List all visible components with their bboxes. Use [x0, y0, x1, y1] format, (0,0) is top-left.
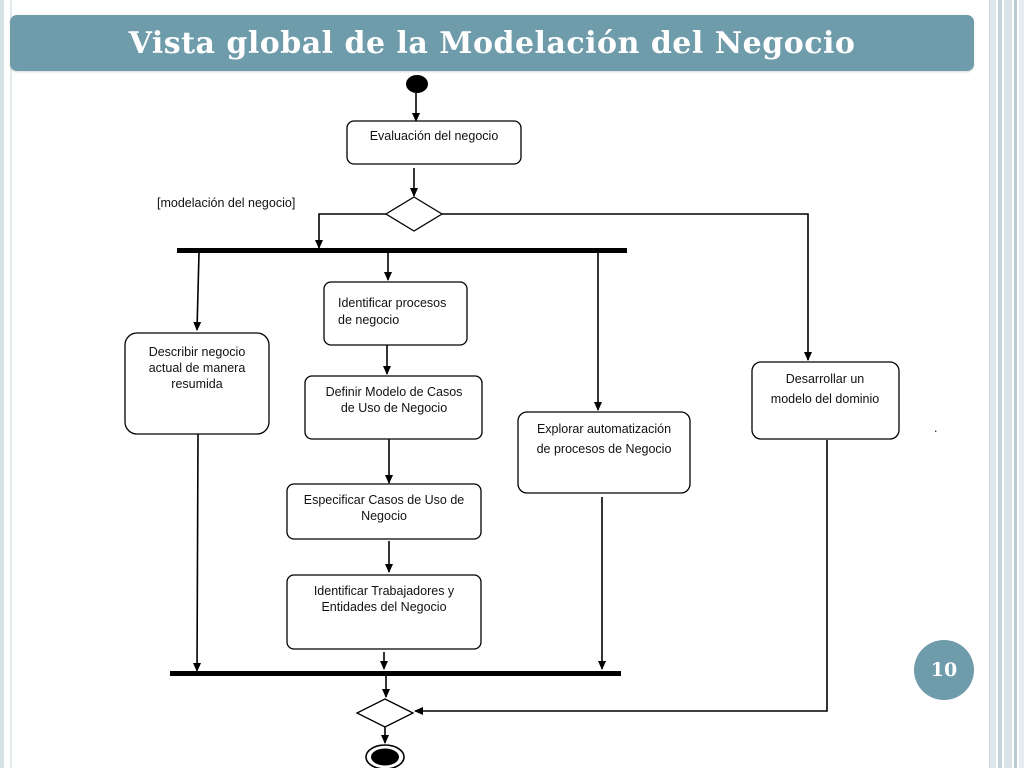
- activity-describir-label-2: actual de manera: [149, 361, 246, 375]
- fork-bar: [177, 248, 627, 253]
- activity-especificar-label-2: Negocio: [361, 509, 407, 523]
- flow-fork-to-describir: [193, 252, 202, 331]
- activity-identificar-trabajadores-label-2: Entidades del Negocio: [321, 600, 446, 614]
- activity-identificar-procesos-label-2: de negocio: [338, 313, 399, 327]
- slide-title: Vista global de la Modelación del Negoci…: [128, 25, 856, 61]
- initial-node: [406, 75, 428, 93]
- flow-decision-to-desarrollar: [442, 213, 812, 361]
- guard-label-modelacion: [modelación del negocio]: [157, 196, 295, 210]
- activity-explorar-label-1: Explorar automatización: [537, 422, 671, 436]
- stray-dot: .: [934, 421, 937, 435]
- activity-evaluacion-del-negocio: [346, 120, 522, 165]
- page-number-badge: 10: [914, 640, 974, 700]
- activity-evaluacion-label-1: Evaluación del negocio: [370, 129, 499, 143]
- activity-especificar-casos: [286, 483, 482, 540]
- flow-desarrollar-to-merge: [414, 440, 828, 715]
- activity-definir-label-2: de Uso de Negocio: [341, 401, 447, 415]
- activity-explorar-automatizacion: [517, 411, 691, 494]
- activity-desarrollar-modelo-dominio: [751, 361, 900, 440]
- activity-especificar-label-1: Especificar Casos de Uso de: [304, 493, 465, 507]
- flow-describir-to-join: [193, 433, 202, 672]
- activity-describir-negocio: [124, 332, 270, 435]
- activity-describir-label-1: Describir negocio: [149, 345, 246, 359]
- activity-explorar-label-2: de procesos de Negocio: [537, 442, 672, 456]
- activity-desarrollar-label-2: modelo del dominio: [771, 392, 879, 406]
- page-number: 10: [930, 659, 958, 681]
- activity-identificar-procesos-label-1: Identificar procesos: [338, 296, 446, 310]
- activity-identificar-trabajadores: [286, 574, 482, 650]
- activity-desarrollar-label-1: Desarrollar un: [786, 372, 865, 386]
- merge-node: [355, 698, 415, 728]
- slide-frame: [0, 0, 990, 768]
- activity-definir-label-1: Definir Modelo de Casos: [326, 385, 463, 399]
- activity-definir-modelo: [304, 375, 483, 440]
- flow-decision-to-fork: [315, 213, 386, 249]
- join-bar: [170, 671, 621, 676]
- activity-describir-label-3: resumida: [171, 377, 222, 391]
- activity-identificar-procesos: [323, 281, 468, 346]
- decorative-side-stripes: [990, 0, 1024, 768]
- final-node-inner: [371, 748, 399, 766]
- decision-node: [384, 196, 444, 232]
- activity-identificar-trabajadores-label-1: Identificar Trabajadores y: [314, 584, 455, 598]
- title-bar: Vista global de la Modelación del Negoci…: [10, 15, 974, 71]
